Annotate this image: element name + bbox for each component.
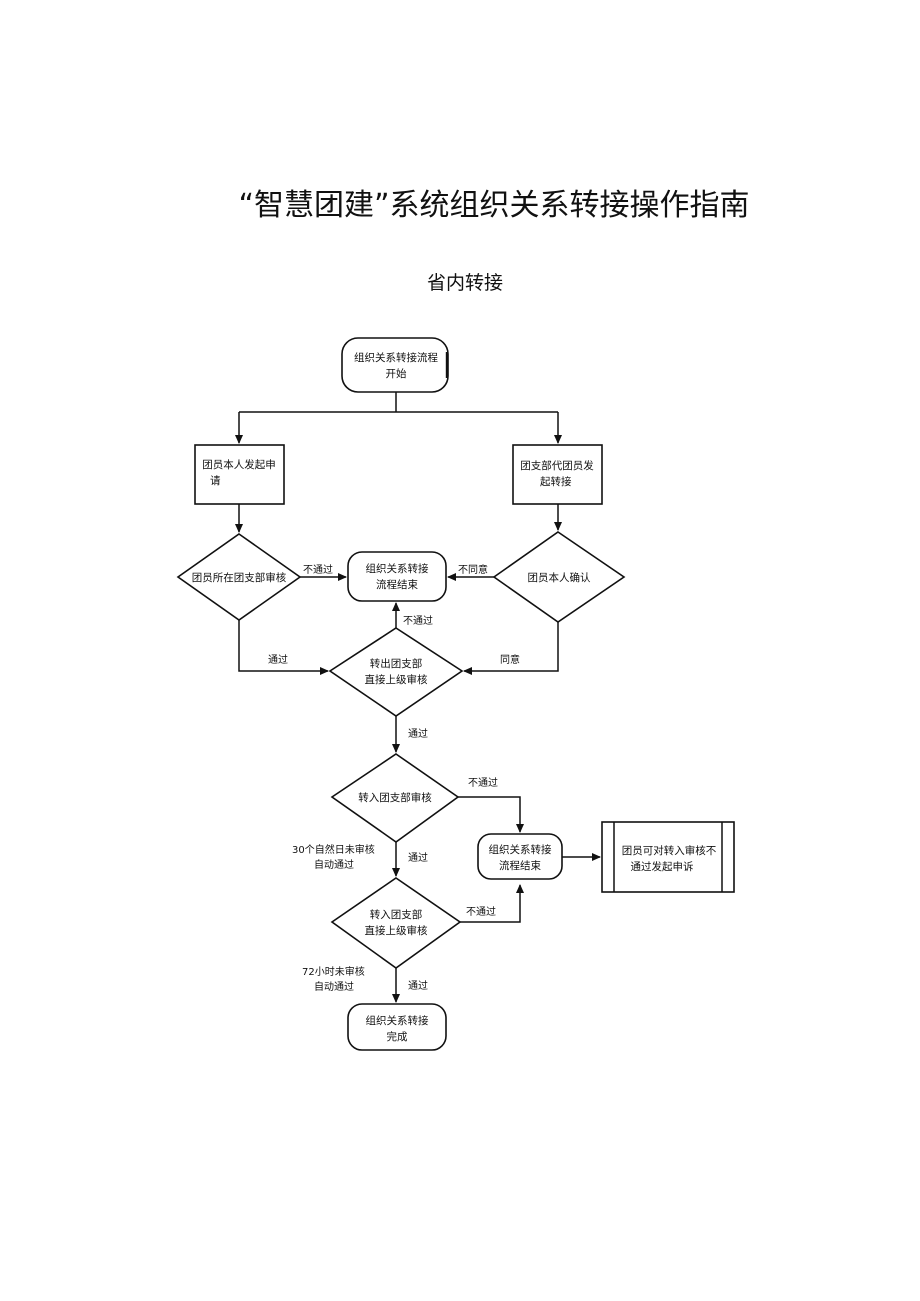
label-pass-left: 通过: [268, 653, 288, 666]
node-self-apply-line1: 团员本人发起申: [202, 458, 276, 471]
node-appeal: 团员可对转入审核不 通过发起申诉: [601, 821, 735, 893]
label-pass-down-1: 通过: [408, 727, 428, 740]
node-start-line2: 开始: [386, 367, 407, 380]
node-branch-review-line1: 团员所在团支部审核: [192, 571, 287, 584]
page-title: “智慧团建”系统组织关系转接操作指南: [238, 188, 750, 223]
edge-agree: [463, 622, 559, 675]
node-end-top-line1: 组织关系转接: [366, 562, 429, 575]
node-self-confirm-line1: 团员本人确认: [528, 571, 591, 584]
label-auto30-line1: 30个自然日未审核: [292, 843, 375, 856]
label-auto72-line2: 自动通过: [314, 980, 354, 993]
node-end-mid: 组织关系转接 流程结束: [477, 833, 563, 880]
node-end-top: 组织关系转接 流程结束: [347, 551, 447, 602]
node-complete: 组织关系转接 完成: [347, 1003, 447, 1051]
node-branch-review: 团员所在团支部审核: [176, 533, 302, 621]
edge-pass-left: [238, 620, 329, 675]
node-end-top-line2: 流程结束: [376, 578, 418, 591]
node-self-confirm: 团员本人确认: [492, 531, 626, 623]
label-disagree: 不同意: [458, 563, 488, 576]
node-end-mid-line1: 组织关系转接: [489, 843, 552, 856]
node-start-line1: 组织关系转接流程: [354, 351, 438, 364]
node-complete-line1: 组织关系转接: [366, 1014, 429, 1027]
node-out-upper-review: 转出团支部 直接上级审核: [328, 627, 464, 717]
label-agree: 同意: [500, 653, 520, 666]
page-subtitle: 省内转接: [426, 272, 503, 294]
node-start: 组织关系转接流程 开始: [341, 337, 449, 393]
node-in-review: 转入团支部审核: [330, 753, 460, 843]
label-reject-left: 不通过: [303, 563, 333, 576]
label-pass-down-3: 通过: [408, 979, 428, 992]
label-reject-in-upper: 不通过: [466, 905, 496, 918]
node-out-upper-review-line1: 转出团支部: [370, 657, 423, 670]
node-in-upper-review: 转入团支部 直接上级审核: [330, 877, 462, 969]
node-in-upper-review-line2: 直接上级审核: [365, 924, 428, 937]
node-complete-line2: 完成: [387, 1030, 408, 1043]
node-end-mid-line2: 流程结束: [499, 859, 541, 872]
label-reject-up: 不通过: [403, 614, 433, 627]
node-in-upper-review-line1: 转入团支部: [370, 908, 423, 921]
label-pass-down-2: 通过: [408, 851, 428, 864]
node-appeal-line1: 团员可对转入审核不: [622, 844, 717, 857]
label-reject-in: 不通过: [468, 776, 498, 789]
node-self-apply: 团员本人发起申 请: [194, 444, 285, 505]
node-appeal-line2: 通过发起申诉: [631, 860, 694, 873]
label-auto30-line2: 自动通过: [314, 858, 354, 871]
node-out-upper-review-line2: 直接上级审核: [365, 673, 428, 686]
edge-labels: 不通过 不同意 不通过 通过 同意 通过 不通过 30个自然日未审核 自动通过 …: [268, 563, 520, 993]
edge-reject-in-upper: [458, 884, 524, 923]
node-in-review-line1: 转入团支部审核: [358, 791, 432, 804]
label-auto72-line1: 72小时未审核: [302, 965, 365, 978]
node-branch-apply: 团支部代团员发 起转接: [512, 444, 603, 505]
edges: [235, 392, 601, 1003]
node-self-apply-line2: 请: [210, 474, 221, 487]
edge-reject-in: [458, 796, 524, 833]
node-branch-apply-line1: 团支部代团员发: [520, 459, 594, 472]
node-branch-apply-line2: 起转接: [540, 475, 572, 488]
